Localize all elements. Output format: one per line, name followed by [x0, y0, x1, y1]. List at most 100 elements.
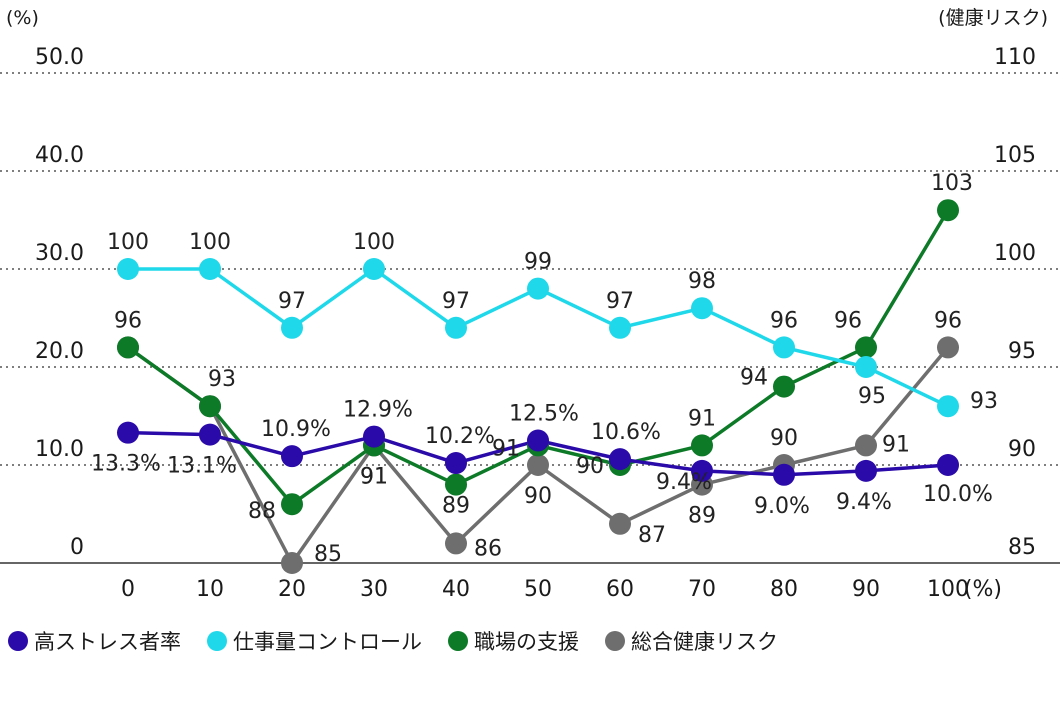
data-labels: 13.3%13.1%10.9%12.9%10.2%12.5%10.6%9.4%9…: [91, 171, 998, 567]
data-point: [527, 277, 549, 300]
data-point: [199, 258, 221, 280]
legend-item: 総合健康リスク: [605, 626, 778, 656]
x-tick-label: 20: [278, 577, 306, 602]
data-point: [855, 434, 877, 457]
data-label: 9.4%: [836, 490, 892, 515]
data-label: 90: [770, 426, 798, 451]
data-label: 99: [524, 250, 552, 275]
data-label: 86: [474, 536, 502, 561]
data-label: 88: [248, 499, 276, 524]
legend-label: 高ストレス者率: [34, 630, 181, 654]
data-label: 91: [360, 464, 388, 489]
data-label: 97: [606, 289, 634, 314]
data-point: [445, 473, 467, 496]
data-label: 90: [576, 454, 604, 479]
x-tick-label: 80: [770, 577, 798, 602]
legend-label: 仕事量コントロール: [233, 630, 422, 654]
data-point: [527, 454, 549, 476]
right-tick-label: 100: [994, 241, 1036, 266]
data-point: [609, 512, 631, 535]
x-tick-label: 60: [606, 577, 634, 602]
data-point: [937, 199, 959, 222]
data-label: 13.3%: [91, 452, 161, 477]
right-tick-label: 85: [1008, 535, 1036, 560]
data-label: 91: [882, 432, 910, 457]
data-label: 87: [638, 523, 666, 548]
x-tick-label: 100: [927, 577, 969, 602]
legend-item: 仕事量コントロール: [207, 626, 422, 656]
legend-item: 職場の支援: [448, 626, 579, 656]
right-tick-label: 90: [1008, 437, 1036, 462]
data-label: 96: [834, 308, 862, 333]
data-point: [281, 445, 303, 468]
x-tick-label: 10: [196, 577, 224, 602]
chart-plot: (%) (健康リスク) 010.020.030.040.050.08590951…: [0, 7, 1060, 602]
data-point: [691, 459, 713, 482]
data-label: 100: [107, 230, 149, 255]
left-tick-label: 10.0: [35, 437, 84, 462]
data-point: [773, 375, 795, 398]
data-point: [445, 532, 467, 555]
data-point: [937, 395, 959, 418]
data-label: 94: [740, 366, 768, 391]
x-axis-unit: (%): [964, 577, 1002, 602]
legend-marker: [8, 631, 28, 651]
x-tick-label: 40: [442, 577, 470, 602]
legend-label: 職場の支援: [474, 630, 579, 654]
x-tick-label: 50: [524, 577, 552, 602]
data-point: [773, 336, 795, 359]
legend: 高ストレス者率 仕事量コントロール 職場の支援 総合健康リスク: [8, 626, 804, 656]
data-label: 89: [688, 504, 716, 529]
data-point: [281, 552, 303, 574]
data-point: [773, 463, 795, 486]
x-tick-label: 90: [852, 577, 880, 602]
data-point: [855, 336, 877, 359]
data-label: 10.2%: [425, 424, 495, 449]
data-label: 93: [208, 367, 236, 392]
data-label: 96: [934, 308, 962, 333]
data-label: 9.4%: [656, 470, 712, 495]
data-point: [445, 452, 467, 475]
data-label: 98: [688, 269, 716, 294]
left-tick-label: 40.0: [35, 143, 84, 168]
data-point: [937, 454, 959, 476]
data-point: [445, 316, 467, 339]
data-label: 103: [931, 171, 973, 196]
data-label: 10.6%: [591, 420, 661, 445]
data-label: 91: [360, 464, 388, 489]
data-point: [691, 297, 713, 320]
data-point: [117, 258, 139, 280]
left-tick-label: 20.0: [35, 339, 84, 364]
left-axis-unit: (%): [6, 7, 39, 29]
data-label: 91: [492, 436, 520, 461]
data-point: [363, 425, 385, 448]
legend-item: 高ストレス者率: [8, 626, 181, 656]
data-label: 90: [524, 484, 552, 509]
data-label: 89: [442, 494, 470, 519]
data-label: 97: [278, 289, 306, 314]
data-point: [527, 429, 549, 452]
left-tick-label: 50.0: [35, 45, 84, 70]
data-point: [199, 423, 221, 446]
data-label: 12.9%: [343, 398, 413, 423]
data-point: [609, 448, 631, 471]
legend-marker: [605, 631, 625, 651]
data-point: [281, 316, 303, 339]
data-label: 93: [970, 389, 998, 414]
right-tick-label: 110: [994, 45, 1036, 70]
data-label: 96: [770, 308, 798, 333]
right-tick-label: 105: [994, 143, 1036, 168]
data-point: [363, 258, 385, 280]
right-tick-label: 95: [1008, 339, 1036, 364]
data-point: [199, 395, 221, 418]
data-point: [691, 434, 713, 457]
data-label: 96: [114, 308, 142, 333]
data-point: [855, 459, 877, 482]
x-tick-label: 0: [121, 577, 135, 602]
legend-marker: [448, 631, 468, 651]
data-label: 85: [314, 542, 342, 567]
data-label: 100: [189, 230, 231, 255]
data-label: 12.5%: [509, 402, 579, 427]
data-point: [117, 336, 139, 359]
